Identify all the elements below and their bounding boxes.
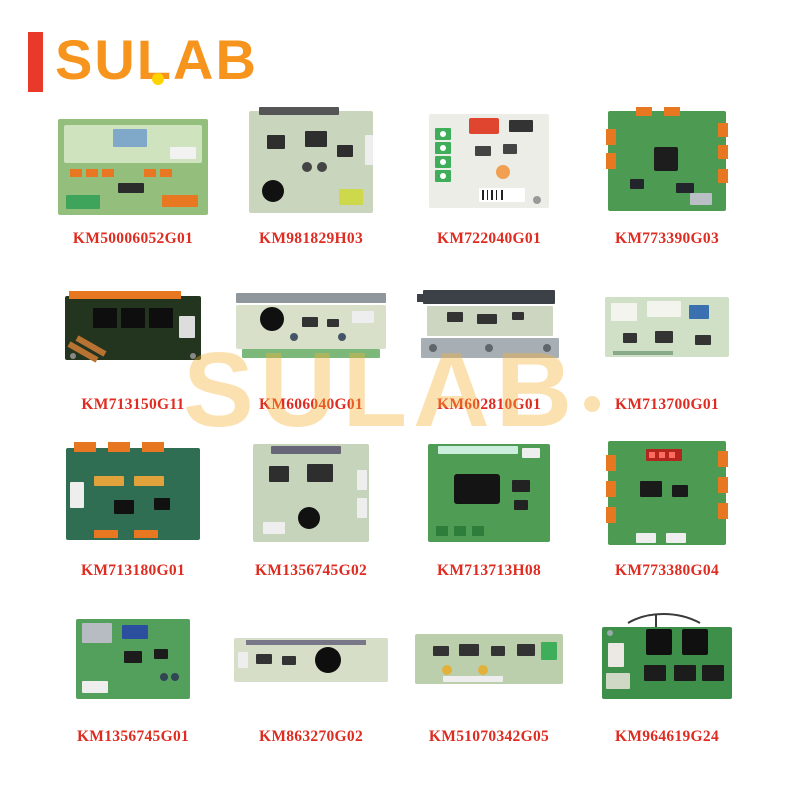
part-number-label: KM50006052G01 xyxy=(72,230,194,247)
pcb-photo xyxy=(48,266,218,388)
product-card: KM981829H03 xyxy=(222,88,400,248)
product-card: KM773390G03 xyxy=(578,88,756,248)
part-number-label: KM51070342G05 xyxy=(428,728,550,745)
part-number-label: KM713700G01 xyxy=(614,396,720,413)
pcb-photo xyxy=(582,598,752,720)
product-card: KM713713H08 xyxy=(400,420,578,580)
product-card: KM602810G01 xyxy=(400,254,578,414)
product-card: KM713700G01 xyxy=(578,254,756,414)
product-card: KM964619G24 xyxy=(578,586,756,746)
part-number-label: KM1356745G02 xyxy=(254,562,368,579)
pcb-photo xyxy=(404,266,574,388)
pcb-photo xyxy=(404,100,574,222)
product-card: KM606040G01 xyxy=(222,254,400,414)
brand-logo: SULAB xyxy=(0,0,800,92)
part-number-label: KM713150G11 xyxy=(81,396,185,413)
pcb-photo xyxy=(582,266,752,388)
pcb-photo xyxy=(582,100,752,222)
pcb-photo xyxy=(48,432,218,554)
product-card: KM713180G01 xyxy=(44,420,222,580)
part-number-label: KM981829H03 xyxy=(258,230,364,247)
brand-name-wrap: SULAB xyxy=(55,30,258,90)
part-number-label: KM713713H08 xyxy=(436,562,542,579)
part-number-label: KM773380G04 xyxy=(614,562,720,579)
pcb-photo xyxy=(404,598,574,720)
part-number-label: KM773390G03 xyxy=(614,230,720,247)
product-card: KM1356745G01 xyxy=(44,586,222,746)
logo-accent-bar xyxy=(28,32,43,92)
logo-dot xyxy=(152,73,164,85)
product-card: KM51070342G05 xyxy=(400,586,578,746)
product-card: KM722040G01 xyxy=(400,88,578,248)
pcb-photo xyxy=(582,432,752,554)
pcb-photo xyxy=(226,598,396,720)
part-number-label: KM606040G01 xyxy=(258,396,364,413)
part-number-label: KM1356745G01 xyxy=(76,728,190,745)
part-number-label: KM863270G02 xyxy=(258,728,364,745)
product-grid: KM50006052G01 KM981829H03 KM722040G01 KM… xyxy=(44,88,756,746)
part-number-label: KM602810G01 xyxy=(436,396,542,413)
pcb-photo xyxy=(226,266,396,388)
product-card: KM50006052G01 xyxy=(44,88,222,248)
product-card: KM713150G11 xyxy=(44,254,222,414)
part-number-label: KM722040G01 xyxy=(436,230,542,247)
pcb-photo xyxy=(404,432,574,554)
product-card: KM773380G04 xyxy=(578,420,756,580)
pcb-photo xyxy=(48,100,218,222)
part-number-label: KM713180G01 xyxy=(80,562,186,579)
pcb-photo xyxy=(48,598,218,720)
product-card: KM863270G02 xyxy=(222,586,400,746)
pcb-photo xyxy=(226,100,396,222)
part-number-label: KM964619G24 xyxy=(614,728,720,745)
pcb-photo xyxy=(226,432,396,554)
product-card: KM1356745G02 xyxy=(222,420,400,580)
